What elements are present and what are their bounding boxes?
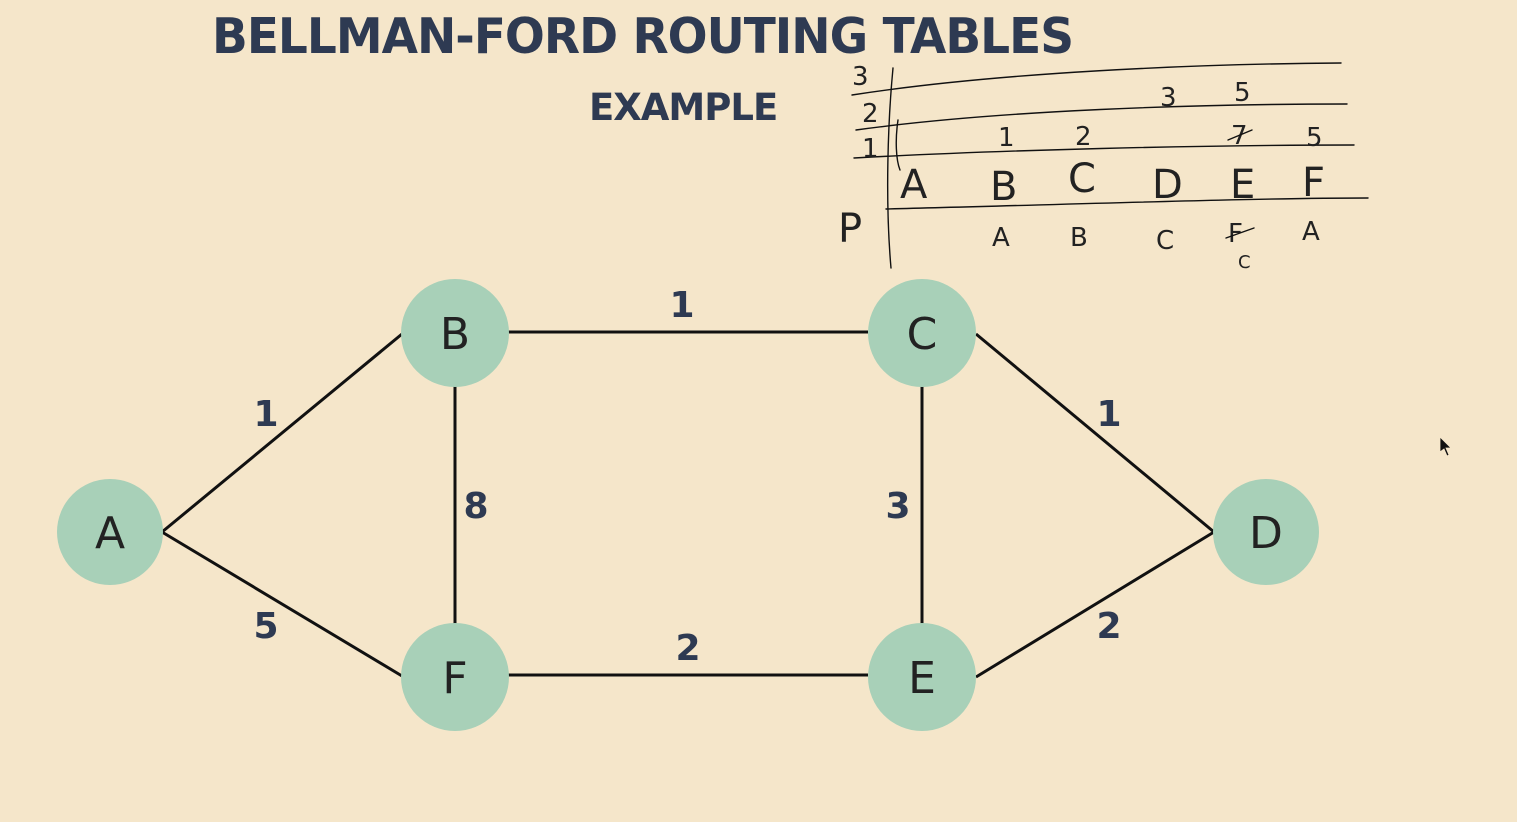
slide-title: BELLMAN-FORD ROUTING TABLES <box>212 8 1074 66</box>
sketch-predecessor-value: C <box>1156 226 1174 256</box>
edge-weight-c-e: 3 <box>885 486 910 527</box>
sketch-row-label: 3 <box>852 62 869 92</box>
edge-weight-c-d: 1 <box>1096 394 1121 435</box>
sketch-line-row1 <box>853 144 1355 159</box>
slide-subtitle: EXAMPLE <box>589 86 778 129</box>
sketch-row-label: 1 <box>862 134 879 164</box>
sketch-cell-value: 5 <box>1234 78 1251 108</box>
edge-weight-b-f: 8 <box>463 486 488 527</box>
sketch-line-header <box>885 197 1369 210</box>
edge-weight-b-c: 1 <box>669 285 694 326</box>
node-circle <box>1213 479 1319 585</box>
edge-weights: 1 1 1 8 3 5 2 2 <box>253 285 1121 669</box>
sketch-column-header: B <box>990 164 1017 210</box>
node-label: D <box>1249 508 1283 559</box>
sketch-cell-value: 2 <box>1075 122 1092 152</box>
node-label: E <box>908 653 936 704</box>
sketch-line-vertical-mark <box>895 119 901 171</box>
edge-c-d <box>975 332 1215 534</box>
sketch-strike <box>1227 129 1253 141</box>
graph-nodes: A B C D E F <box>57 279 1319 731</box>
sketch-column-header: A <box>900 162 928 208</box>
sketch-predecessor-value: A <box>1302 217 1320 247</box>
node-circle <box>868 623 976 731</box>
node-label: F <box>442 653 467 704</box>
sketch-cell-value: 5 <box>1306 123 1323 153</box>
edge-weight-e-d: 2 <box>1096 606 1121 647</box>
edge-a-f <box>161 530 403 678</box>
node-e: E <box>868 623 976 731</box>
node-label: C <box>907 309 938 360</box>
node-f: F <box>401 623 509 731</box>
sketch-cell-value: 3 <box>1160 83 1177 113</box>
node-b: B <box>401 279 509 387</box>
sketch-line-row3 <box>851 62 1342 96</box>
sketch-predecessor-value: B <box>1070 223 1088 253</box>
sketch-column-header: E <box>1230 162 1255 208</box>
sketch-line-row2 <box>855 103 1348 131</box>
mouse-cursor-icon <box>1439 436 1452 457</box>
sketch-predecessor-correction: C <box>1238 252 1251 273</box>
sketch-cell-value: 1 <box>998 123 1015 153</box>
sketch-table: 3 2 1 3 5 1 2 7 5 A B C D E F P A B C F <box>838 62 1369 273</box>
node-circle <box>401 623 509 731</box>
sketch-row-label: 2 <box>862 99 879 129</box>
node-c: C <box>868 279 976 387</box>
edge-weight-a-f: 5 <box>253 606 278 647</box>
sketch-strike <box>1225 227 1255 239</box>
sketch-column-header: F <box>1302 160 1325 206</box>
sketch-line-vertical <box>886 67 894 269</box>
node-circle <box>57 479 163 585</box>
node-label: A <box>95 508 125 559</box>
graph-edges <box>161 330 1215 679</box>
edge-weight-f-e: 2 <box>675 628 700 669</box>
edge-a-b <box>161 332 403 534</box>
sketch-column-header: D <box>1152 162 1183 208</box>
node-circle <box>401 279 509 387</box>
sketch-predecessor-value: A <box>992 223 1010 253</box>
edge-e-d <box>975 530 1215 679</box>
sketch-predecessor-label: P <box>838 206 862 252</box>
edge-weight-a-b: 1 <box>253 394 278 435</box>
node-d: D <box>1213 479 1319 585</box>
node-circle <box>868 279 976 387</box>
sketch-column-header: C <box>1068 156 1096 202</box>
node-label: B <box>440 309 470 360</box>
node-a: A <box>57 479 163 585</box>
